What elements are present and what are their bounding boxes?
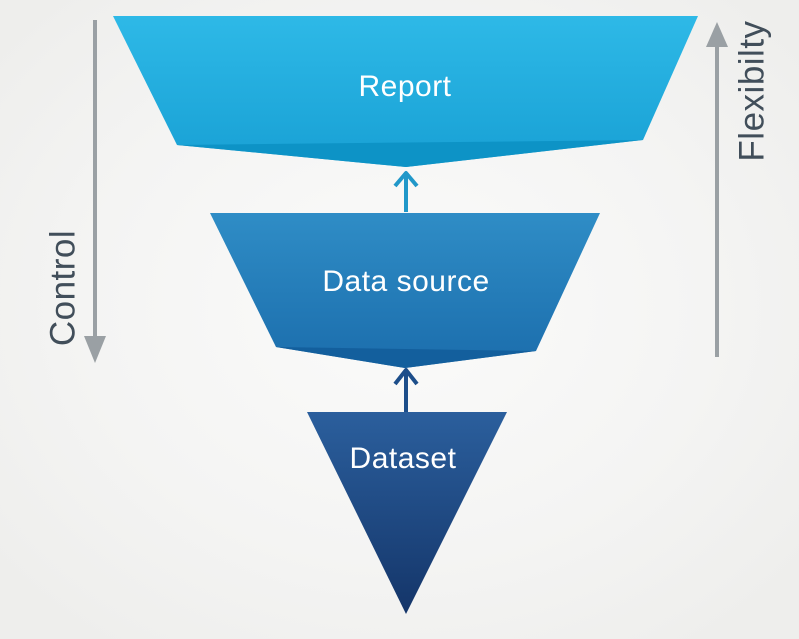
arrow-up-head-icon (393, 171, 419, 188)
report-shape (113, 16, 698, 167)
control-axis: Control (44, 20, 106, 363)
dataset-label: Dataset (350, 442, 457, 475)
report-label: Report (358, 70, 451, 103)
arrow-dataset-to-datasource (393, 368, 419, 412)
flexibility-axis: Flexibilty (706, 20, 772, 357)
control-axis-label: Control (44, 230, 83, 346)
arrow-up-head-icon (393, 368, 419, 386)
arrow-up-icon (706, 22, 728, 47)
flexibility-axis-label: Flexibilty (733, 20, 772, 161)
funnel-level-dataset: Dataset (307, 412, 507, 614)
datasource-shape-fold (276, 347, 536, 368)
datasource-label: Data source (322, 265, 489, 298)
dataset-shape (307, 412, 507, 614)
datasource-shape (210, 213, 600, 368)
arrow-datasource-to-report (393, 171, 419, 212)
report-shape-fold (177, 140, 643, 167)
funnel-level-report: Report (113, 16, 698, 167)
funnel-level-datasource: Data source (210, 213, 600, 368)
arrow-down-icon (84, 336, 106, 363)
